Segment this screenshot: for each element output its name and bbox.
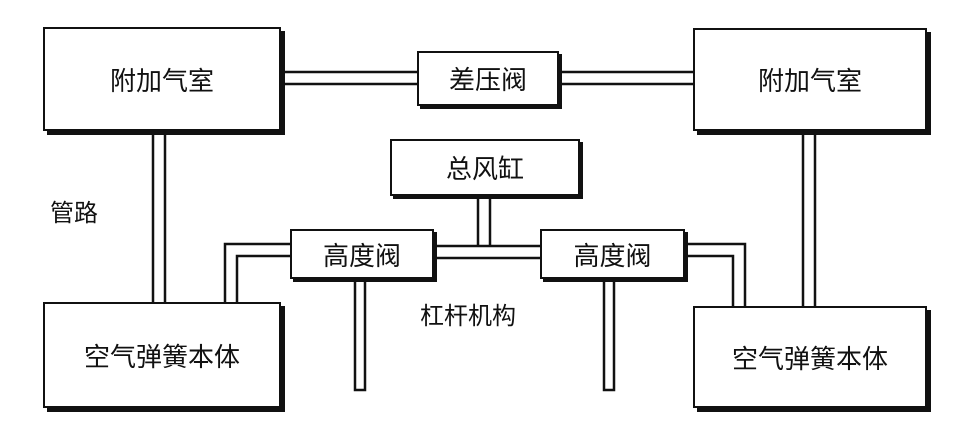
aux-air-chamber-right-label: 附加气室: [757, 67, 862, 97]
level-valve-left: 高度阀: [290, 229, 434, 279]
lever-arm-right: [602, 276, 616, 392]
differential-pressure-valve: 差压阀: [417, 51, 559, 106]
differential-pressure-valve-label: 差压阀: [448, 66, 527, 96]
lever-mechanism-label: 杠杆机构: [420, 302, 516, 330]
pipe-label: 管路: [50, 199, 98, 227]
aux-air-chamber-left-label: 附加气室: [109, 66, 214, 97]
air-spring-body-left: 空气弹簧本体: [43, 302, 281, 408]
aux-air-chamber-right: 附加气室: [693, 28, 927, 131]
air-spring-body-left-label: 空气弹簧本体: [83, 342, 240, 373]
level-valve-right: 高度阀: [540, 229, 685, 279]
level-valve-right-label: 高度阀: [573, 241, 652, 272]
main-reservoir-label: 总风缸: [445, 155, 524, 185]
air-spring-body-right-label: 空气弹簧本体: [731, 344, 888, 375]
aux-air-chamber-left: 附加气室: [43, 27, 281, 131]
air-spring-body-right: 空气弹簧本体: [693, 306, 927, 408]
pipe-level-right-to-spring-right: [682, 242, 747, 309]
pipe-level-left-to-spring-left: [223, 242, 293, 305]
main-reservoir: 总风缸: [390, 139, 580, 196]
level-valve-left-label: 高度阀: [322, 241, 401, 272]
lever-arm-left: [353, 276, 367, 392]
